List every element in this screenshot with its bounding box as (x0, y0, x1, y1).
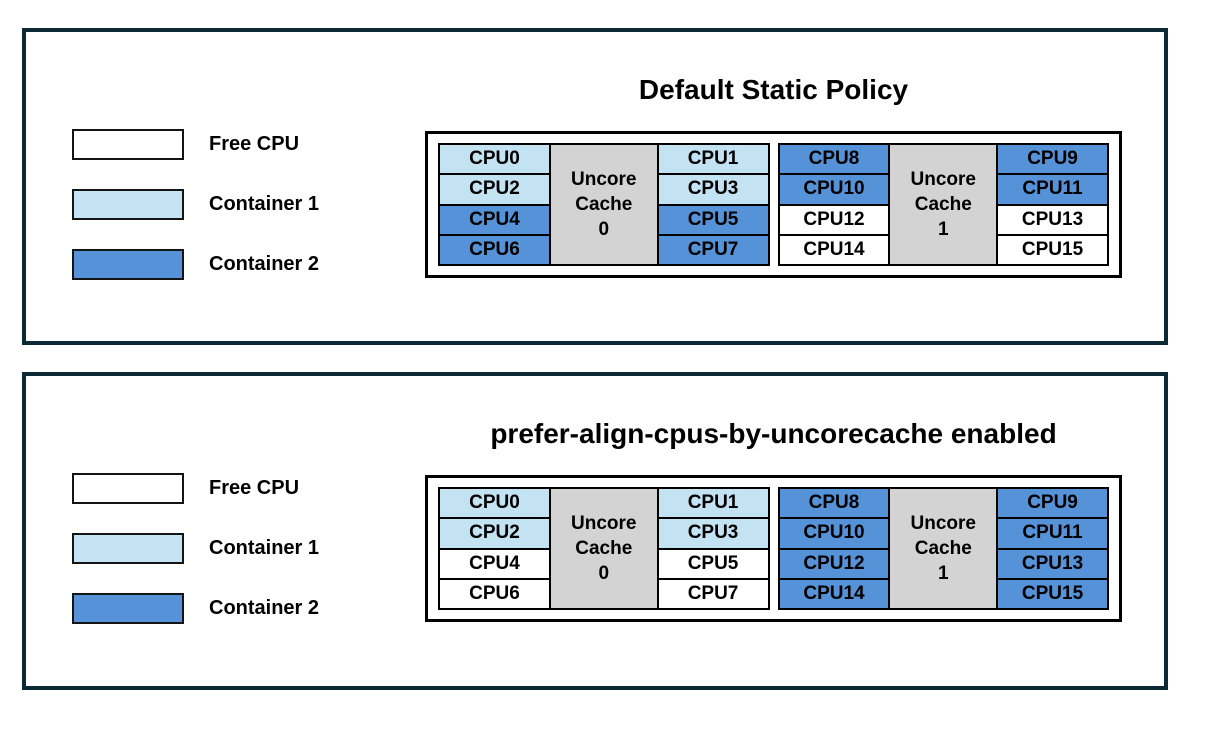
cpu-cell-cpu3: CPU3 (656, 173, 770, 206)
cpu-cell-cpu0: CPU0 (438, 487, 551, 520)
legend-swatch (72, 473, 184, 504)
legend-label: Container 2 (209, 253, 320, 275)
cpu-cell-cpu14: CPU14 (777, 577, 891, 610)
cpu-cell-cpu4: CPU4 (438, 547, 551, 580)
cpu-cell-cpu9: CPU9 (996, 143, 1110, 176)
cpu-cell-cpu0: CPU0 (438, 143, 551, 176)
cpu-cell-cpu7: CPU7 (656, 233, 770, 266)
cpu-cell-cpu15: CPU15 (996, 233, 1110, 266)
uncore-cache-label-line: Cache (914, 194, 972, 215)
panel-default-static-policy: Default Static Policy Free CPU Container… (22, 28, 1168, 345)
uncore-cache-label-line: Cache (914, 538, 972, 559)
legend-swatch (72, 189, 184, 220)
cpu-cell-cpu3: CPU3 (656, 517, 770, 550)
cpu-cell-cpu7: CPU7 (656, 577, 770, 610)
legend-swatch (72, 129, 184, 160)
cpu-cell-cpu15: CPU15 (996, 577, 1110, 610)
legend-item-container1: Container 1 (72, 189, 319, 220)
cpu-cell-cpu5: CPU5 (656, 203, 770, 236)
legend: Free CPU Container 1 Container 2 (72, 473, 319, 653)
uncore-cache-label-line: 1 (937, 219, 949, 240)
cpu-cell-cpu13: CPU13 (996, 547, 1110, 580)
cpu-cell-cpu8: CPU8 (777, 143, 891, 176)
cpu-cell-cpu12: CPU12 (777, 547, 891, 580)
legend-swatch (72, 593, 184, 624)
uncore-cache-label-line: Uncore (571, 169, 637, 190)
cpu-cell-cpu2: CPU2 (438, 173, 551, 206)
uncore-cache-label-line: Uncore (571, 513, 637, 534)
panel-prefer-align-cpus-by-uncorecache: prefer-align-cpus-by-uncorecache enabled… (22, 372, 1168, 690)
uncore-cache-label-line: 0 (598, 563, 610, 584)
cpu-cell-cpu2: CPU2 (438, 517, 551, 550)
cpu-cell-cpu14: CPU14 (777, 233, 891, 266)
cpu-cell-cpu1: CPU1 (656, 487, 770, 520)
legend-item-container2: Container 2 (72, 593, 319, 624)
cpu-cell-cpu6: CPU6 (438, 577, 551, 610)
cpu-cell-cpu11: CPU11 (996, 517, 1110, 550)
cpu-cell-cpu6: CPU6 (438, 233, 551, 266)
cpu-cell-cpu11: CPU11 (996, 173, 1110, 206)
legend: Free CPU Container 1 Container 2 (72, 129, 319, 309)
legend-swatch (72, 249, 184, 280)
cpu-cell-cpu10: CPU10 (777, 517, 891, 550)
cpu-cell-cpu12: CPU12 (777, 203, 891, 236)
panel-title: prefer-align-cpus-by-uncorecache enabled (490, 418, 1057, 449)
legend-item-container1: Container 1 (72, 533, 319, 564)
cpu-cell-cpu10: CPU10 (777, 173, 891, 206)
uncore-cache-label-line: Uncore (910, 169, 976, 190)
legend-label: Container 2 (209, 597, 320, 619)
cpu-cell-cpu4: CPU4 (438, 203, 551, 236)
legend-item-free: Free CPU (72, 473, 319, 504)
legend-label: Free CPU (209, 477, 300, 499)
cpu-cell-cpu5: CPU5 (656, 547, 770, 580)
cpu-cell-cpu9: CPU9 (996, 487, 1110, 520)
legend-swatch (72, 533, 184, 564)
uncore-cache-label-line: Uncore (910, 513, 976, 534)
uncore-cache-label-line: Cache (575, 538, 633, 559)
legend-item-container2: Container 2 (72, 249, 319, 280)
legend-label: Free CPU (209, 133, 300, 155)
legend-label: Container 1 (209, 193, 320, 215)
uncore-cache-label-line: 1 (937, 563, 949, 584)
panel-title: Default Static Policy (638, 74, 909, 105)
cpu-cell-cpu8: CPU8 (777, 487, 891, 520)
cpu-cell-cpu13: CPU13 (996, 203, 1110, 236)
legend-label: Container 1 (209, 537, 320, 559)
legend-item-free: Free CPU (72, 129, 319, 160)
cpu-cell-cpu1: CPU1 (656, 143, 770, 176)
uncore-cache-label-line: 0 (598, 219, 610, 240)
uncore-cache-label-line: Cache (575, 194, 633, 215)
